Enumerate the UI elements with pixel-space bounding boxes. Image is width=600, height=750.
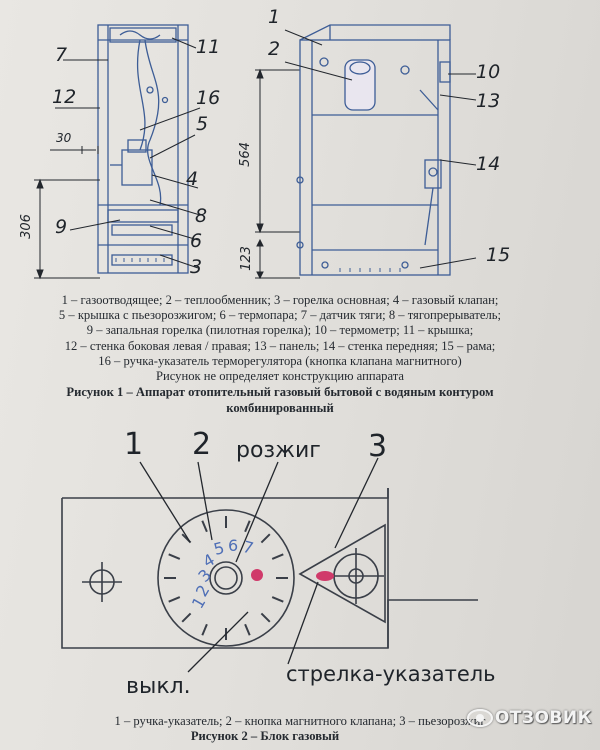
callout-1: 1 <box>268 6 281 28</box>
dimension-123: 123 <box>238 246 254 271</box>
callout-3: 3 <box>190 256 203 278</box>
figure1-title-line1: Рисунок 1 – Аппарат отопительный газовый… <box>66 385 494 400</box>
site-watermark: ОТЗОВИК <box>466 708 592 728</box>
fig2-label-1: 1 <box>124 427 144 462</box>
legend-line: 16 – ручка-указатель терморегулятора (кн… <box>98 353 462 368</box>
callout-10: 10 <box>476 61 501 83</box>
legend-line: 1 – газоотводящее; 2 – теплообменник; 3 … <box>61 293 499 307</box>
indicator-dot <box>251 569 263 581</box>
legend-line: 12 – стенка боковая левая / правая; 13 –… <box>64 338 496 353</box>
pointer-mark <box>316 571 334 581</box>
figure2-caption: 1 – ручка-указатель; 2 – кнопка магнитно… <box>0 714 600 744</box>
dimension-306: 306 <box>18 214 34 239</box>
dial-tick-slot <box>168 553 181 560</box>
fig2-label-ignition: розжиг <box>236 438 321 463</box>
callout-4: 4 <box>186 168 199 190</box>
callout-8: 8 <box>195 205 208 227</box>
dimension-564: 564 <box>237 142 253 167</box>
dial-digit-5: 5 <box>211 538 227 560</box>
fig2-label-3: 3 <box>368 429 388 464</box>
left-view-body <box>97 24 189 274</box>
dimension-30: 30 <box>56 131 72 145</box>
callout-9: 9 <box>55 216 68 238</box>
dial-tick-slot <box>244 520 251 533</box>
callout-6: 6 <box>190 230 203 252</box>
figure1-drawing <box>34 24 477 280</box>
dial-digit-6: 6 <box>228 536 239 555</box>
dial-tick-slot <box>201 623 208 636</box>
disclaimer-line: Рисунок не определяет конструкцию аппара… <box>156 369 404 384</box>
right-view-body <box>299 39 451 276</box>
figure2-title: Рисунок 2 – Блок газовый <box>190 729 340 743</box>
callout-14: 14 <box>476 153 501 175</box>
callout-12: 12 <box>52 86 77 108</box>
callout-7: 7 <box>55 44 68 66</box>
dial-tick-slot <box>181 612 192 623</box>
dial-tick-slot <box>260 533 271 544</box>
dial-tick-slot <box>168 596 181 603</box>
figure1-title-line2: комбинированный <box>226 401 334 416</box>
legend-line: 9 – запальная горелка (пилотная горелка)… <box>86 323 474 338</box>
watermark-text: ОТЗОВИК <box>494 708 592 728</box>
dial-tick-slot <box>201 520 208 533</box>
callout-2: 2 <box>268 38 281 60</box>
figure2-legend: 1 – ручка-указатель; 2 – кнопка магнитно… <box>114 714 486 728</box>
dial-tick-slot <box>244 623 251 636</box>
fig2-label-off: выкл. <box>126 674 191 699</box>
callout-15: 15 <box>486 244 511 266</box>
callout-13: 13 <box>476 90 501 112</box>
legend-line: 5 – крышка с пьезорозжигом; 6 – термопар… <box>58 308 502 323</box>
callout-11: 11 <box>196 36 221 58</box>
callout-5: 5 <box>196 113 209 135</box>
dial-tick-slot <box>181 533 192 544</box>
dial-tick-slot <box>271 596 284 603</box>
dial-tick-slot <box>260 612 271 623</box>
eye-logo-icon <box>466 709 493 727</box>
fig2-label-2: 2 <box>192 427 212 462</box>
dial-circle <box>157 509 295 647</box>
figure1-caption: 1 – газоотводящее; 2 – теплообменник; 3 … <box>10 293 550 417</box>
fig2-label-pointer: стрелка-указатель <box>286 662 496 686</box>
dial-tick-slot <box>271 553 284 560</box>
callout-16: 16 <box>196 87 221 109</box>
dial-digit-7: 7 <box>240 537 256 559</box>
